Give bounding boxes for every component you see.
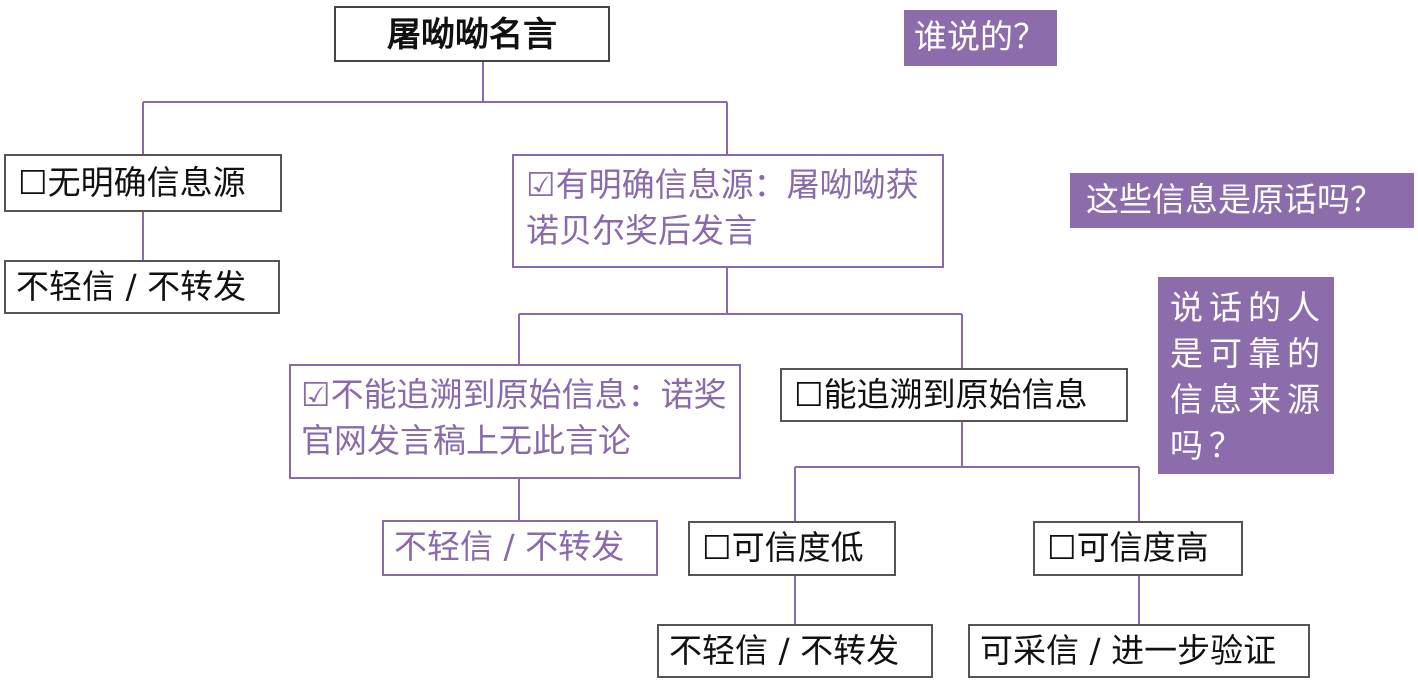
high-credibility-outcome: 可采信 / 进一步验证 <box>968 624 1310 678</box>
question-original-text: 这些信息是原话吗？ <box>1086 180 1383 219</box>
no-source-outcome: 不轻信 / 不转发 <box>4 260 280 314</box>
question-original: 这些信息是原话吗？ <box>1070 173 1414 228</box>
cannot-trace-node: ☑不能追溯到原始信息：诺奖官网发言稿上无此言论 <box>289 364 741 479</box>
no-source-node: ☐无明确信息源 <box>4 154 282 212</box>
high-credibility-outcome-label: 可采信 / 进一步验证 <box>980 631 1277 670</box>
cannot-trace-label: ☑不能追溯到原始信息：诺奖官网发言稿上无此言论 <box>301 375 727 460</box>
question-reliable-text: 说话的人是可靠的信息来源吗？ <box>1170 288 1326 465</box>
question-reliable: 说话的人是可靠的信息来源吗？ <box>1158 277 1334 474</box>
question-who-text: 谁说的？ <box>914 17 1046 56</box>
has-source-label: ☑有明确信息源：屠呦呦获诺贝尔奖后发言 <box>526 165 919 250</box>
root-node: 屠呦呦名言 <box>334 6 610 62</box>
cannot-trace-outcome-label: 不轻信 / 不转发 <box>394 527 625 566</box>
high-credibility-label: ☐可信度高 <box>1047 528 1209 567</box>
question-who: 谁说的？ <box>904 10 1057 66</box>
low-credibility-label: ☐可信度低 <box>702 528 864 567</box>
low-credibility-outcome-label: 不轻信 / 不转发 <box>669 631 900 670</box>
no-source-outcome-label: 不轻信 / 不转发 <box>16 267 247 306</box>
low-credibility-outcome: 不轻信 / 不转发 <box>657 624 933 678</box>
no-source-label: ☐无明确信息源 <box>18 163 246 202</box>
root-label: 屠呦呦名言 <box>387 15 557 55</box>
high-credibility-node: ☐可信度高 <box>1033 521 1243 576</box>
has-source-node: ☑有明确信息源：屠呦呦获诺贝尔奖后发言 <box>512 154 944 268</box>
low-credibility-node: ☐可信度低 <box>688 521 896 576</box>
can-trace-node: ☐能追溯到原始信息 <box>780 368 1128 422</box>
cannot-trace-outcome: 不轻信 / 不转发 <box>382 520 658 576</box>
can-trace-label: ☐能追溯到原始信息 <box>794 375 1088 414</box>
